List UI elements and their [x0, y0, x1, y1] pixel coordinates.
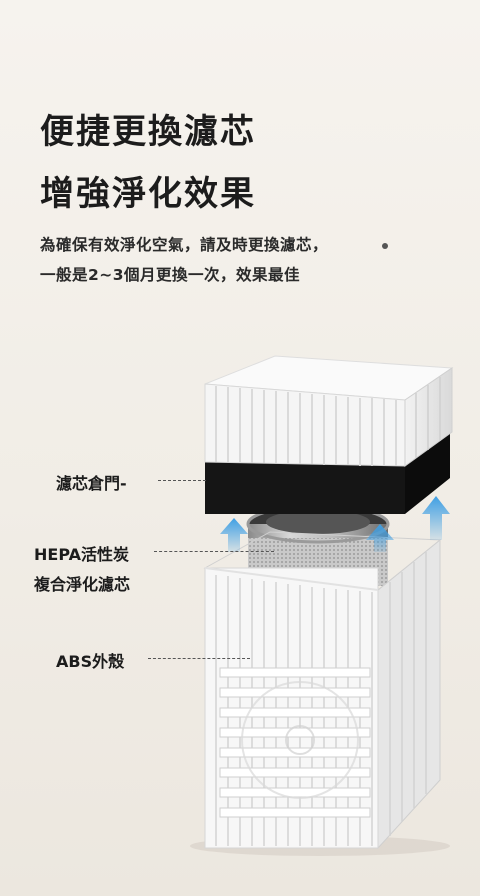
body-text-line-1: 為確保有效淨化空氣，請及時更換濾芯，: [40, 236, 329, 254]
filter-door: [204, 355, 454, 514]
abs-shell: [203, 531, 442, 850]
airflow-arrows: [220, 496, 450, 552]
leader-line-filter-door: [158, 480, 206, 481]
body-text-line-2: 一般是2~3個月更換一次，效果最佳: [40, 266, 301, 284]
leader-line-hepa: [154, 551, 274, 552]
leader-line-shell: [148, 658, 250, 659]
headline-line-2: 增強淨化效果: [40, 174, 256, 214]
callout-hepa-line-1: HEPA活性炭: [34, 545, 129, 564]
callout-filter-door: 濾芯倉門-: [56, 474, 127, 493]
callout-abs-shell: ABS外殼: [56, 652, 125, 671]
headline-line-1: 便捷更換濾芯: [40, 112, 256, 152]
callout-hepa-line-2: 複合淨化濾芯: [34, 575, 131, 594]
decorative-dot: [382, 243, 388, 249]
